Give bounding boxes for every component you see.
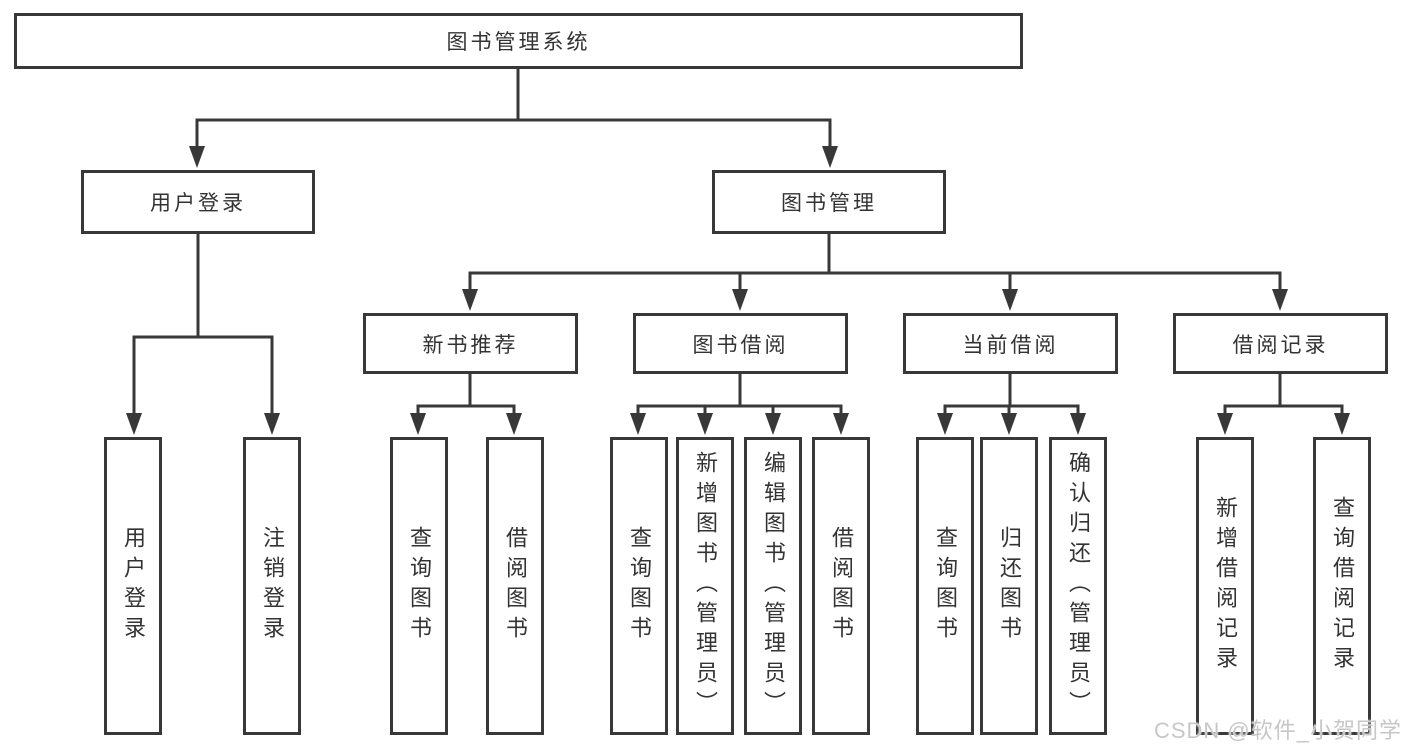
node-library-system: 图书管理系统 [14,13,1023,69]
node-label: 图书借阅 [692,333,789,357]
node-label: 查询借阅记录 [1330,496,1355,676]
node-label: 查询图书 [627,526,652,646]
leaf-query-borrow-record: 查询借阅记录 [1313,437,1371,735]
node-new-book-recommend: 新书推荐 [363,313,578,374]
node-label: 借阅图书 [503,526,528,646]
leaf-return-books: 归还图书 [980,437,1038,735]
node-label: 注销登录 [260,526,285,646]
node-label: 图书管理 [781,192,877,215]
node-label: 图书管理系统 [446,31,591,54]
node-label: 用户登录 [121,526,146,646]
leaf-query-books-1: 查询图书 [390,437,448,735]
leaf-user-login: 用户登录 [104,437,162,735]
node-label: 用户登录 [150,192,246,215]
leaf-borrow-books-1: 借阅图书 [486,437,544,735]
node-label: 查询图书 [407,526,432,646]
node-label: 新增借阅记录 [1213,496,1238,676]
node-label: 借阅图书 [829,526,854,646]
leaf-add-books-admin: 新增图书（管理员） [676,437,734,735]
node-label: 编辑图书（管理员） [761,451,786,721]
node-label: 新书推荐 [422,333,519,357]
node-label: 确认归还（管理员） [1066,451,1091,721]
node-label: 归还图书 [997,526,1022,646]
leaf-confirm-return-admin: 确认归还（管理员） [1049,437,1107,735]
node-label: 新增图书（管理员） [693,451,718,721]
leaf-query-books-2: 查询图书 [610,437,668,735]
node-book-borrow: 图书借阅 [633,313,848,374]
node-current-borrow: 当前借阅 [903,313,1118,374]
leaf-add-borrow-record: 新增借阅记录 [1196,437,1254,735]
node-borrow-records: 借阅记录 [1173,313,1388,374]
node-label: 当前借阅 [962,333,1059,357]
node-label: 借阅记录 [1232,333,1329,357]
csdn-watermark: CSDN @软件_小贺同学 [1153,718,1402,743]
node-user-login: 用户登录 [81,170,315,234]
node-label: 查询图书 [933,526,958,646]
node-book-management: 图书管理 [712,170,946,234]
leaf-borrow-books-2: 借阅图书 [812,437,870,735]
leaf-edit-books-admin: 编辑图书（管理员） [744,437,802,735]
leaf-logout: 注销登录 [243,437,301,735]
leaf-query-books-3: 查询图书 [916,437,974,735]
